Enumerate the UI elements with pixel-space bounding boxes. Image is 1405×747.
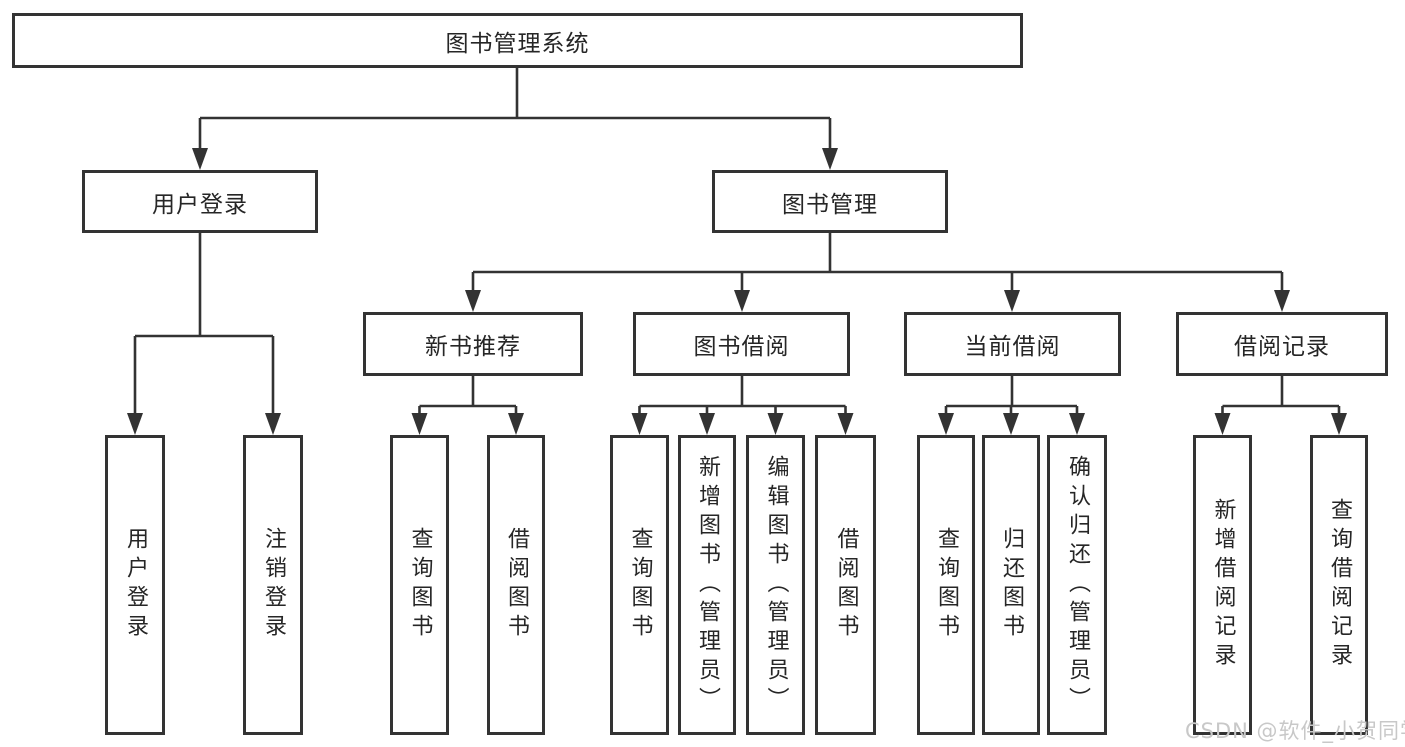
leaf-label: 查询图书	[934, 527, 959, 643]
leaf-logout: 注销登录	[243, 435, 303, 735]
leaf-confirm-return-admin: 确认归还（管理员）	[1047, 435, 1107, 735]
leaf-borrow-book-2: 借阅图书	[815, 435, 876, 735]
leaf-user-login: 用户登录	[105, 435, 165, 735]
leaf-label: 借阅图书	[504, 527, 529, 643]
leaf-add-book-admin: 新增图书（管理员）	[678, 435, 736, 735]
node-book-management: 图书管理	[712, 170, 948, 233]
leaf-query-book-2: 查询图书	[610, 435, 669, 735]
leaf-label: 查询借阅记录	[1327, 498, 1352, 672]
leaf-query-book-1: 查询图书	[390, 435, 449, 735]
node-root-library-system: 图书管理系统	[12, 13, 1023, 68]
leaf-label: 注销登录	[261, 527, 286, 643]
node-user-login: 用户登录	[82, 170, 318, 233]
leaf-borrow-book-1: 借阅图书	[487, 435, 545, 735]
leaf-edit-book-admin: 编辑图书（管理员）	[746, 435, 805, 735]
leaf-query-borrow-record: 查询借阅记录	[1310, 435, 1368, 735]
leaf-add-borrow-record: 新增借阅记录	[1193, 435, 1252, 735]
leaf-label: 查询图书	[627, 527, 653, 643]
csdn-watermark: CSDN @软件_小贺同学	[1185, 719, 1405, 743]
leaf-return-book: 归还图书	[982, 435, 1040, 735]
leaf-label: 编辑图书（管理员）	[763, 454, 789, 716]
leaf-label: 新增借阅记录	[1210, 498, 1236, 672]
node-borrow-record: 借阅记录	[1176, 312, 1388, 376]
leaf-label: 确认归还（管理员）	[1065, 454, 1090, 716]
leaf-label: 借阅图书	[833, 527, 859, 643]
node-new-book-recommend: 新书推荐	[363, 312, 583, 376]
leaf-label: 查询图书	[407, 527, 433, 643]
node-book-borrow: 图书借阅	[633, 312, 850, 376]
leaf-query-book-3: 查询图书	[917, 435, 975, 735]
node-current-borrow: 当前借阅	[904, 312, 1121, 376]
leaf-label: 归还图书	[999, 527, 1024, 643]
leaf-label: 用户登录	[123, 527, 148, 643]
leaf-label: 新增图书（管理员）	[695, 454, 720, 716]
